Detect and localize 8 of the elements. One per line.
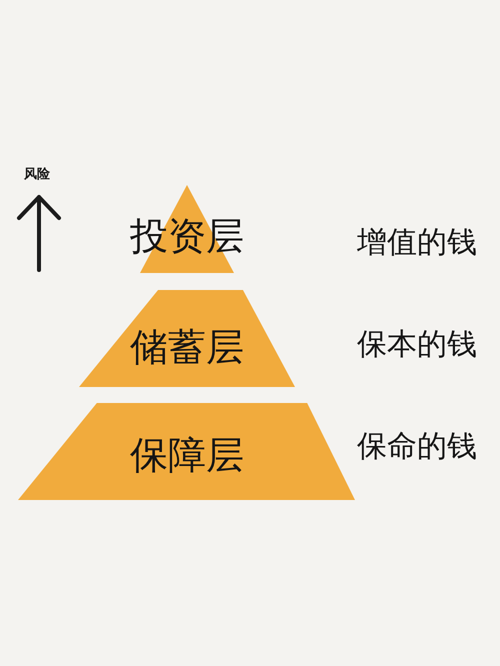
tier-description: 保本的钱 xyxy=(357,330,477,360)
pyramid-tier xyxy=(18,403,355,500)
tier-description: 保命的钱 xyxy=(357,432,477,462)
tier-label: 保障层 xyxy=(130,436,244,474)
tier-label: 储蓄层 xyxy=(130,328,244,366)
pyramid-tier xyxy=(79,290,295,387)
tier-description: 增值的钱 xyxy=(357,228,477,258)
axis-label: 风险 xyxy=(24,168,50,181)
